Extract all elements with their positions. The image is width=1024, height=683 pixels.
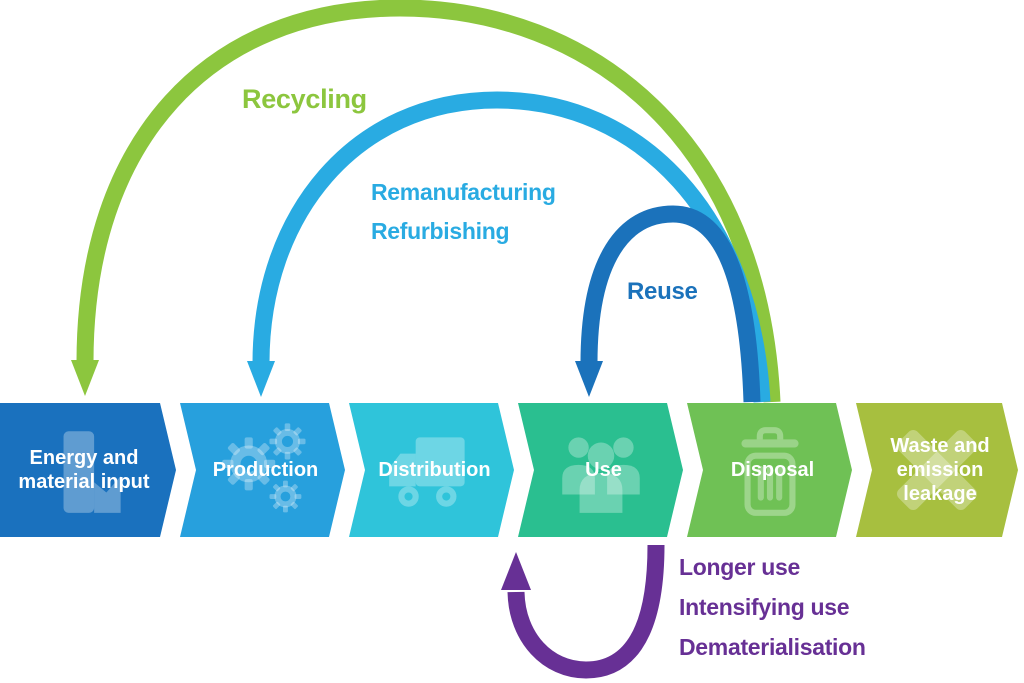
truck-icon — [381, 417, 483, 523]
reuse-label: Reuse — [627, 278, 698, 305]
people-icon — [550, 417, 652, 523]
remanufacturing-label: Remanufacturing — [371, 179, 556, 205]
process-chain: Energy and material input — [0, 403, 1018, 537]
stage-waste-emission-leakage: Waste and emission leakage — [856, 403, 1018, 537]
gears-icon — [212, 417, 314, 523]
stage-label: Waste and emission leakage — [890, 435, 990, 505]
stage-label: Production — [212, 459, 319, 481]
recycling-arc — [76, 0, 781, 403]
use-extension-arc — [507, 544, 665, 679]
stage-label: Disposal — [730, 459, 815, 481]
recycling-label: Recycling — [242, 84, 367, 114]
recycling-arrowhead-icon — [71, 360, 99, 396]
intensifying-use-label: Intensifying use — [679, 594, 850, 620]
dematerialisation-label: Dematerialisation — [679, 634, 866, 660]
stage-production: Production — [180, 403, 345, 537]
use-extension-arrowhead-icon — [501, 552, 531, 590]
trash-icon — [719, 417, 821, 523]
reuse-arc — [580, 205, 761, 403]
stage-label: Energy and material input — [18, 447, 150, 493]
cross-icon — [886, 417, 988, 523]
stage-use: Use — [518, 403, 683, 537]
stage-energy-material-input: Energy and material input — [0, 403, 176, 537]
factory-icon — [37, 417, 139, 523]
stage-label: Distribution — [378, 459, 491, 481]
longer-use-label: Longer use — [679, 554, 800, 580]
stage-distribution: Distribution — [349, 403, 514, 537]
reuse-arrowhead-icon — [575, 361, 603, 397]
stage-label: Use — [585, 459, 622, 481]
refurbishing-label: Refurbishing — [371, 218, 510, 244]
stage-disposal: Disposal — [687, 403, 852, 537]
remanufacturing-arrowhead-icon — [247, 361, 275, 397]
